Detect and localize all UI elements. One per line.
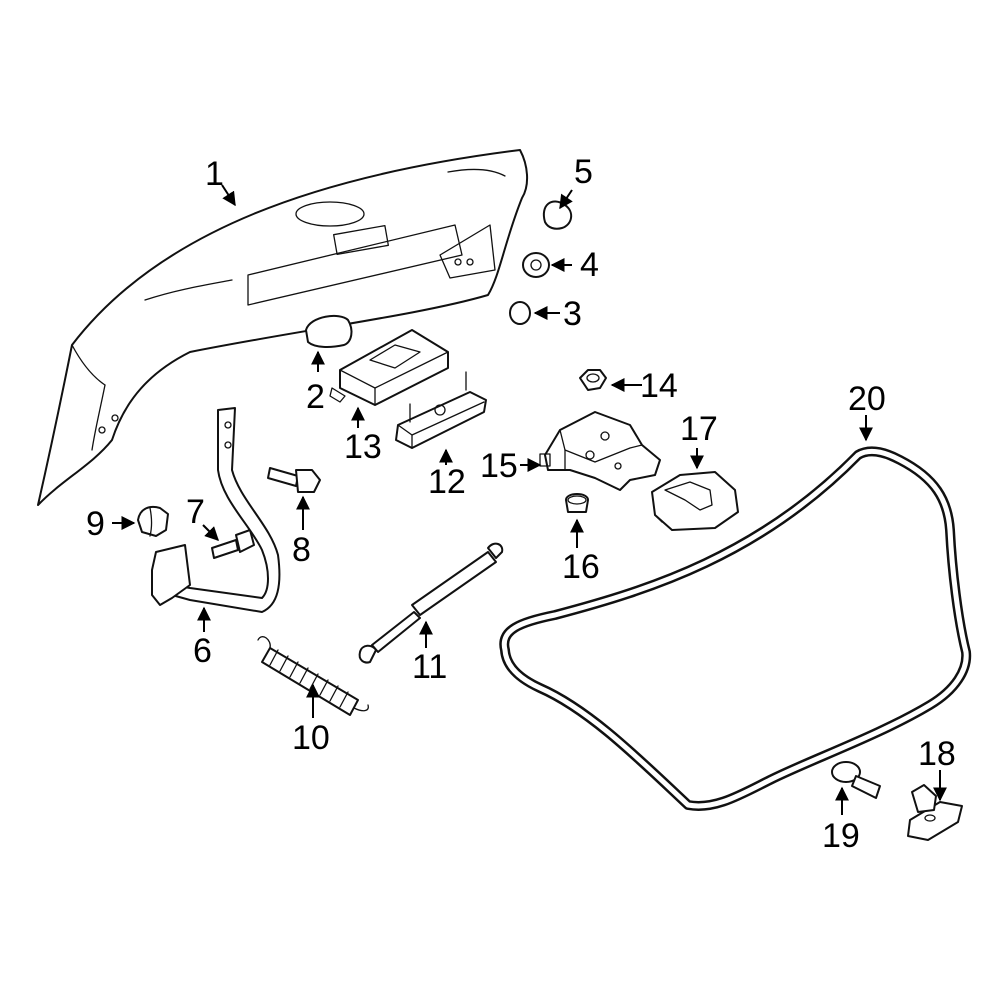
- callout-16: 16: [562, 548, 600, 586]
- handle-switch-part: [395, 371, 487, 449]
- bumper-part: [137, 505, 169, 537]
- callout-20: 20: [848, 380, 886, 418]
- callout-5: 5: [574, 153, 593, 191]
- nut-part-lower: [565, 493, 589, 513]
- trunk-lid-part: [37, 149, 528, 506]
- nut-part: [579, 369, 607, 391]
- bracket-part: [907, 784, 963, 841]
- latch-part: [539, 411, 661, 491]
- callout-11: 11: [412, 648, 447, 686]
- cap-part: [542, 200, 573, 230]
- callout-3: 3: [563, 295, 582, 333]
- callout-10: 10: [292, 719, 330, 757]
- leader-lines: [112, 184, 947, 815]
- callout-7: 7: [186, 493, 205, 531]
- hinge-part: [151, 407, 281, 613]
- callout-1: 1: [205, 155, 224, 193]
- callout-14: 14: [640, 367, 678, 405]
- plug-part: [509, 301, 531, 325]
- bolt-part: [211, 529, 255, 559]
- callout-9: 9: [86, 505, 105, 543]
- callout-4: 4: [580, 246, 599, 284]
- weatherstrip-seal-part: [499, 446, 972, 811]
- bolt-part-upper: [267, 467, 321, 493]
- callout-17: 17: [680, 410, 718, 448]
- callout-13: 13: [344, 428, 382, 466]
- switch-assembly-part: [329, 329, 449, 406]
- callout-18: 18: [918, 735, 956, 773]
- callout-8: 8: [292, 531, 311, 569]
- grommet-part: [522, 252, 550, 278]
- callout-15: 15: [480, 447, 518, 485]
- callout-12: 12: [428, 463, 466, 501]
- pad-part: [305, 314, 353, 348]
- callout-6: 6: [193, 632, 212, 670]
- striker-cover-part: [651, 471, 739, 531]
- gas-strut-part: [358, 542, 504, 664]
- spring-part: [257, 636, 369, 716]
- stud-part: [831, 761, 881, 799]
- callout-labels: 1 2 3 4 5 6 7 8 9 10 11 12 13 14 15 16 1…: [86, 153, 956, 855]
- callout-2: 2: [306, 378, 325, 416]
- callout-19: 19: [822, 817, 860, 855]
